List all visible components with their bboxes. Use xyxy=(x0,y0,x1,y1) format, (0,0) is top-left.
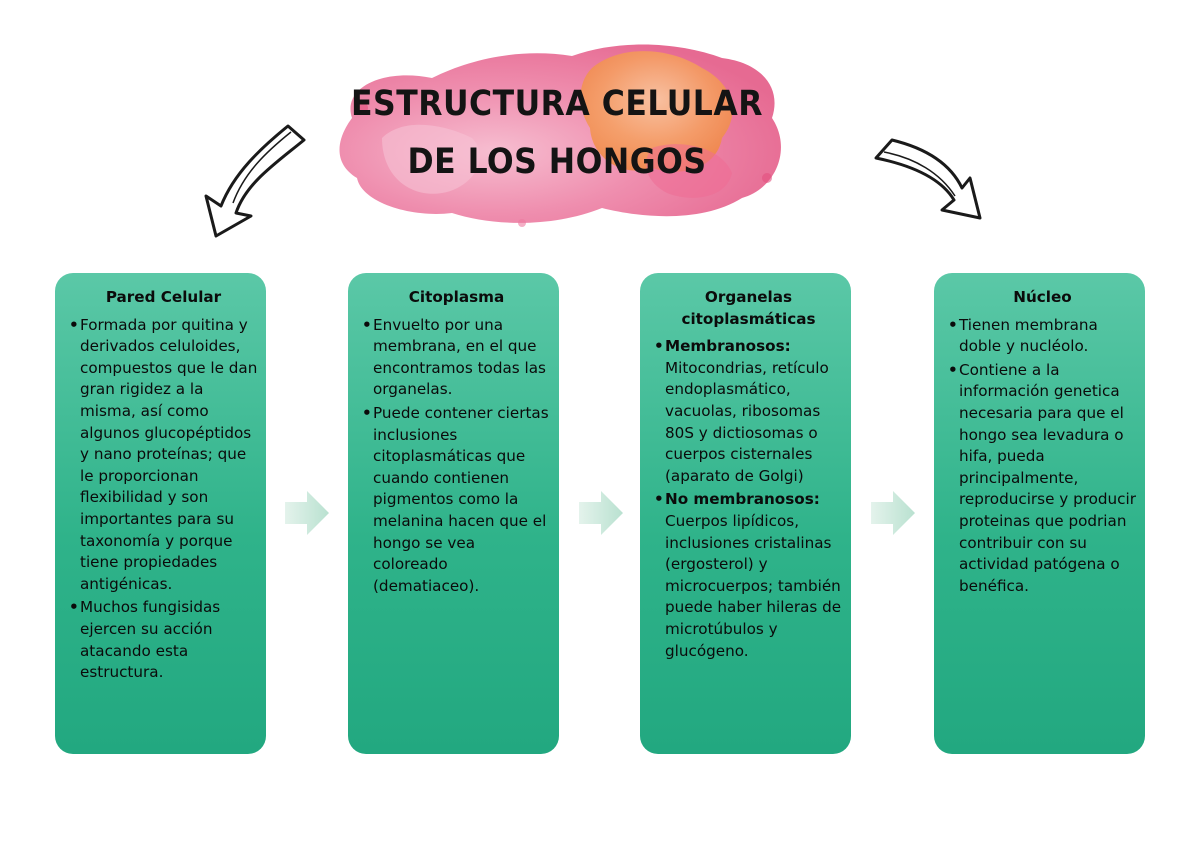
item-text: Tienen membrana doble y nucléolo. xyxy=(959,315,1098,356)
list-item: Membranosos: Mitocondrias, retículo endo… xyxy=(654,336,843,487)
item-text: Contiene a la información genetica neces… xyxy=(959,360,1136,595)
item-heading: No membranosos: xyxy=(665,490,820,509)
card-citoplasma: Citoplasma Envuelto por una membrana, en… xyxy=(348,273,559,754)
item-text: Mitocondrias, retículo endoplasmático, v… xyxy=(665,358,829,485)
item-text: Envuelto por una membrana, en el que enc… xyxy=(373,315,546,399)
list-item: Envuelto por una membrana, en el que enc… xyxy=(362,315,551,401)
item-text: Cuerpos lipídicos, inclusiones cristalin… xyxy=(665,511,842,660)
card-title: Pared Celular xyxy=(105,288,222,306)
list-item: No membranosos: Cuerpos lipídicos, inclu… xyxy=(654,489,843,662)
title-line-2: DE LOS HONGOS xyxy=(407,142,707,182)
card-pared-celular: Pared Celular Formada por quitina y deri… xyxy=(55,273,266,754)
card-title: Citoplasma xyxy=(408,288,505,306)
card-title: Organelas citoplasmáticas xyxy=(681,288,816,328)
list-item: Tienen membrana doble y nucléolo. xyxy=(948,315,1137,358)
card-list: Tienen membrana doble y nucléolo. Contie… xyxy=(948,315,1137,598)
chevron-right-arrow-icon xyxy=(871,491,915,535)
card-title: Núcleo xyxy=(1013,288,1072,306)
watercolor-splash xyxy=(339,44,781,227)
card-list: Membranosos: Mitocondrias, retículo endo… xyxy=(654,336,843,662)
item-text: Muchos fungisidas ejercen su acción atac… xyxy=(80,598,221,682)
list-item: Muchos fungisidas ejercen su acción atac… xyxy=(69,597,258,683)
item-heading: Membranosos: xyxy=(665,337,791,356)
item-text: Formada por quitina y derivados celuloid… xyxy=(80,315,258,593)
item-text: Puede contener ciertas inclusiones citop… xyxy=(373,403,549,595)
list-item: Puede contener ciertas inclusiones citop… xyxy=(362,403,551,597)
chevron-right-arrow-icon xyxy=(579,491,623,535)
list-item: Contiene a la información genetica neces… xyxy=(948,360,1137,598)
card-nucleo: Núcleo Tienen membrana doble y nucléolo.… xyxy=(934,273,1145,754)
curved-arrow-left-icon xyxy=(204,124,306,238)
curved-arrow-right-icon xyxy=(874,138,982,220)
title-line-1: ESTRUCTURA CELULAR xyxy=(351,84,763,124)
chevron-right-arrow-icon xyxy=(285,491,329,535)
title-banner: ESTRUCTURA CELULAR DE LOS HONGOS xyxy=(322,28,792,238)
card-list: Formada por quitina y derivados celuloid… xyxy=(69,315,258,684)
list-item: Formada por quitina y derivados celuloid… xyxy=(69,315,258,596)
card-list: Envuelto por una membrana, en el que enc… xyxy=(362,315,551,598)
card-organelas: Organelas citoplasmáticas Membranosos: M… xyxy=(640,273,851,754)
